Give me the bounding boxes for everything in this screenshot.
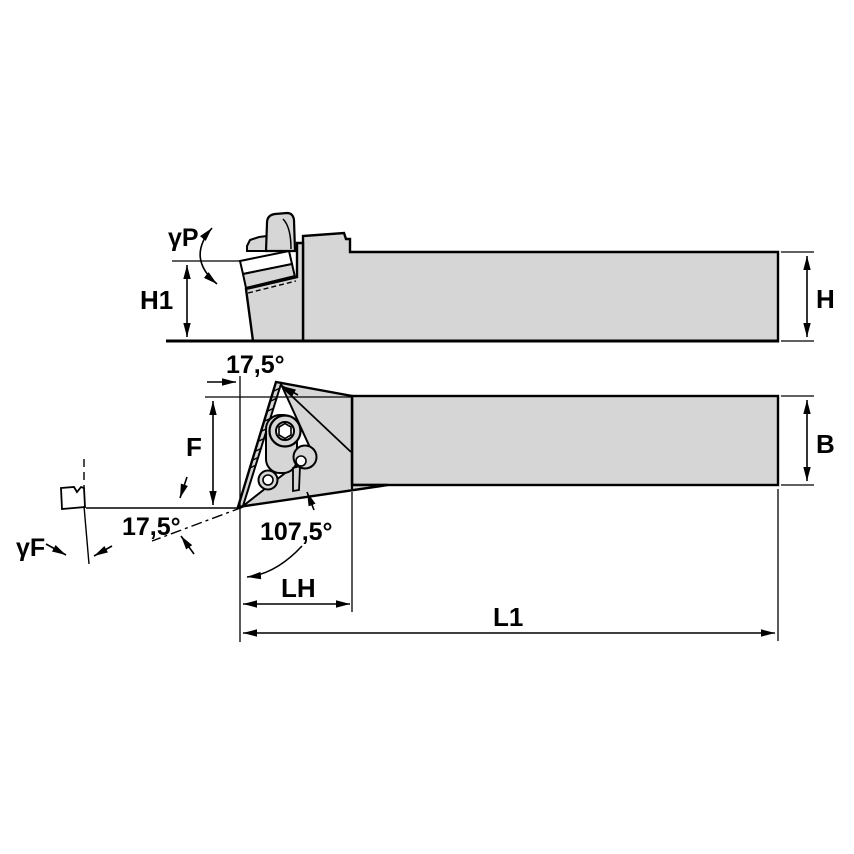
- side-view: γP H1 H: [140, 211, 835, 343]
- label-l1: L1: [493, 602, 523, 632]
- head-pocket-edge: [279, 384, 352, 453]
- label-gamma-f: γF: [16, 534, 45, 562]
- gamma-f-arrow-right: [93, 545, 113, 557]
- label-h: H: [816, 284, 835, 314]
- gamma-p-arc: [199, 227, 218, 285]
- clamp-screw-hex-socket: [278, 422, 292, 440]
- label-f: F: [186, 432, 202, 462]
- clamp-side-detail: [282, 218, 292, 250]
- shank-plan: [350, 394, 780, 487]
- incl-angle-arrow-lower: [180, 535, 195, 555]
- label-lead-angle-incl: 17,5°: [122, 513, 181, 541]
- label-lead-angle-plan: 17,5°: [226, 351, 285, 379]
- gamma-f-detail: γF: [16, 459, 113, 565]
- label-lh: LH: [281, 573, 316, 603]
- label-gamma-p: γP: [168, 224, 199, 252]
- clamp-finger-hole: [295, 455, 307, 467]
- clamp-nose-side: [246, 234, 268, 252]
- gamma-f-arrow-left: [45, 543, 67, 556]
- included-angle-leader: [306, 491, 316, 511]
- clamp-finger-tail: [292, 464, 301, 493]
- insert-screw-inner: [262, 474, 274, 486]
- label-included-angle: 107,5°: [260, 518, 333, 546]
- label-b: B: [816, 429, 835, 459]
- gamma-f-rake-line: [83, 505, 90, 565]
- clamp-side: [264, 211, 297, 253]
- included-angle-arc: [246, 545, 303, 580]
- incl-angle-arrow-upper: [179, 476, 188, 499]
- shank-side: [301, 231, 780, 343]
- insert-profile: [60, 485, 86, 510]
- lead-angle-leader: [281, 385, 299, 397]
- shim-dashed-line: [247, 280, 297, 294]
- inclination-centerline: [151, 506, 244, 542]
- label-h1: H1: [140, 285, 173, 315]
- plan-view: 17,5° F 17,5° γF 107,5° LH L1: [16, 351, 835, 642]
- shim-base-line: [245, 275, 296, 289]
